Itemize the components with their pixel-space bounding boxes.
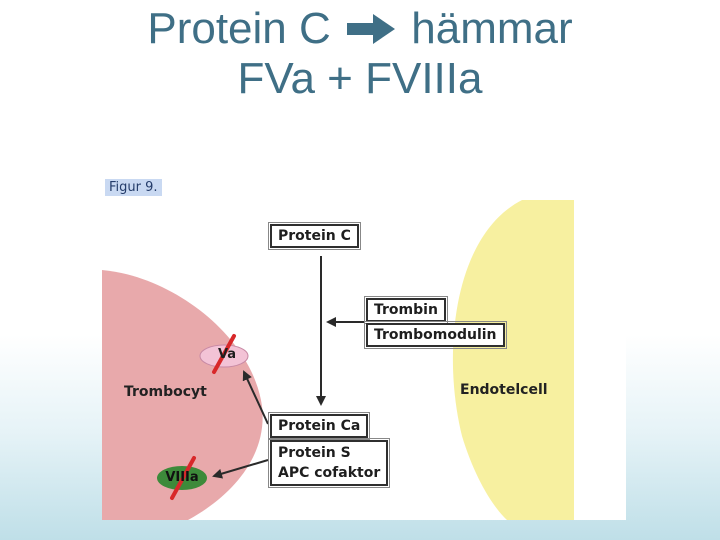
- box-protein-s-label: Protein S: [278, 445, 351, 461]
- title-protein-c: Protein C: [147, 4, 331, 53]
- title-line-2: FVa + FVIIIa: [237, 54, 483, 103]
- figure-label: Figur 9.: [105, 179, 162, 196]
- box-protein-c: Protein C: [268, 222, 361, 250]
- arrow-right-icon: [347, 14, 396, 44]
- title-line-1: Protein C hämmar: [0, 4, 720, 54]
- figure-drawing: [102, 200, 574, 520]
- trombocyt-label: Trombocyt: [124, 384, 207, 400]
- arrow-s-to-viiia: [212, 459, 269, 479]
- box-protein-s-apc: Protein S APC cofaktor: [267, 438, 391, 488]
- endotelcell-label: Endotelcell: [460, 382, 548, 398]
- viiia-strike-mark: [170, 456, 196, 500]
- slide-title: Protein C hämmar FVa + FVIIIa: [0, 4, 720, 104]
- factor-va-label: Va: [217, 347, 237, 362]
- factor-viiia-label: VIIIa: [165, 470, 199, 485]
- va-strike-mark: [212, 334, 236, 374]
- arrow-ca-to-va: [242, 370, 269, 425]
- trombocyt-shape: [102, 270, 263, 520]
- title-hammar: hämmar: [411, 4, 573, 53]
- endotelcell-shape: [452, 200, 574, 520]
- box-trombin: Trombin: [364, 296, 448, 324]
- figure-9: Figur 9. Protein C Trombin Trombomodulin…: [102, 176, 626, 520]
- box-apc-cofaktor-label: APC cofaktor: [278, 465, 381, 481]
- box-protein-ca: Protein Ca: [267, 412, 371, 440]
- box-trombomodulin: Trombomodulin: [364, 321, 507, 349]
